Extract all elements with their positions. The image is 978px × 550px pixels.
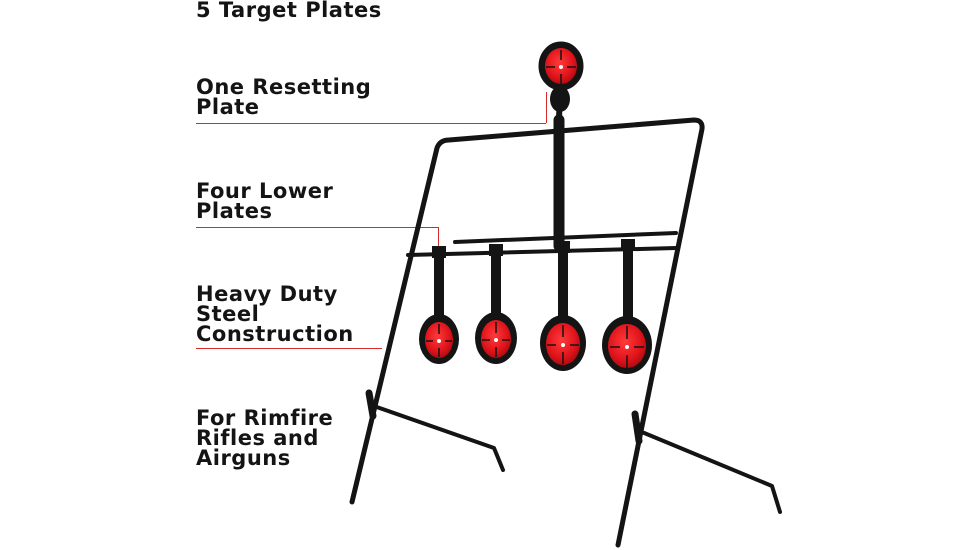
callout-line: Steel: [196, 302, 260, 326]
lower-plate-4: [602, 239, 652, 374]
callout-line: Plate: [196, 95, 260, 119]
callout-target-plates: 5 Target Plates: [196, 0, 382, 22]
callout-rimfire-airguns: For Rimfire Rifles and Airguns: [196, 406, 334, 470]
leader-line-steel: [196, 348, 382, 349]
callout-line: One Resetting: [196, 75, 372, 99]
callout-line: For Rimfire: [196, 406, 334, 430]
lower-plate-1: [419, 246, 459, 364]
callout-steel-construction: Heavy Duty Steel Construction: [196, 282, 354, 346]
callout-line: 5 Target Plates: [196, 0, 382, 22]
callout-line: Heavy Duty: [196, 282, 338, 306]
callout-resetting-plate: One Resetting Plate: [196, 75, 372, 119]
callout-line: Four Lower: [196, 179, 334, 203]
resetting-plate: [538, 41, 584, 121]
callout-line: Rifles and: [196, 426, 319, 450]
leader-line-lower: [196, 227, 439, 228]
leader-line-lower-vertical: [438, 227, 439, 251]
steel-frame: [349, 114, 782, 548]
leader-line-resetting-vertical: [546, 92, 547, 123]
callout-line: Plates: [196, 199, 273, 223]
callout-line: Construction: [196, 322, 354, 346]
lower-plate-2: [475, 244, 517, 364]
lower-plates: [419, 239, 652, 374]
leader-line-resetting: [196, 123, 546, 124]
lower-plate-3: [540, 241, 586, 371]
callout-line: Airguns: [196, 446, 291, 470]
callout-lower-plates: Four Lower Plates: [196, 179, 334, 223]
